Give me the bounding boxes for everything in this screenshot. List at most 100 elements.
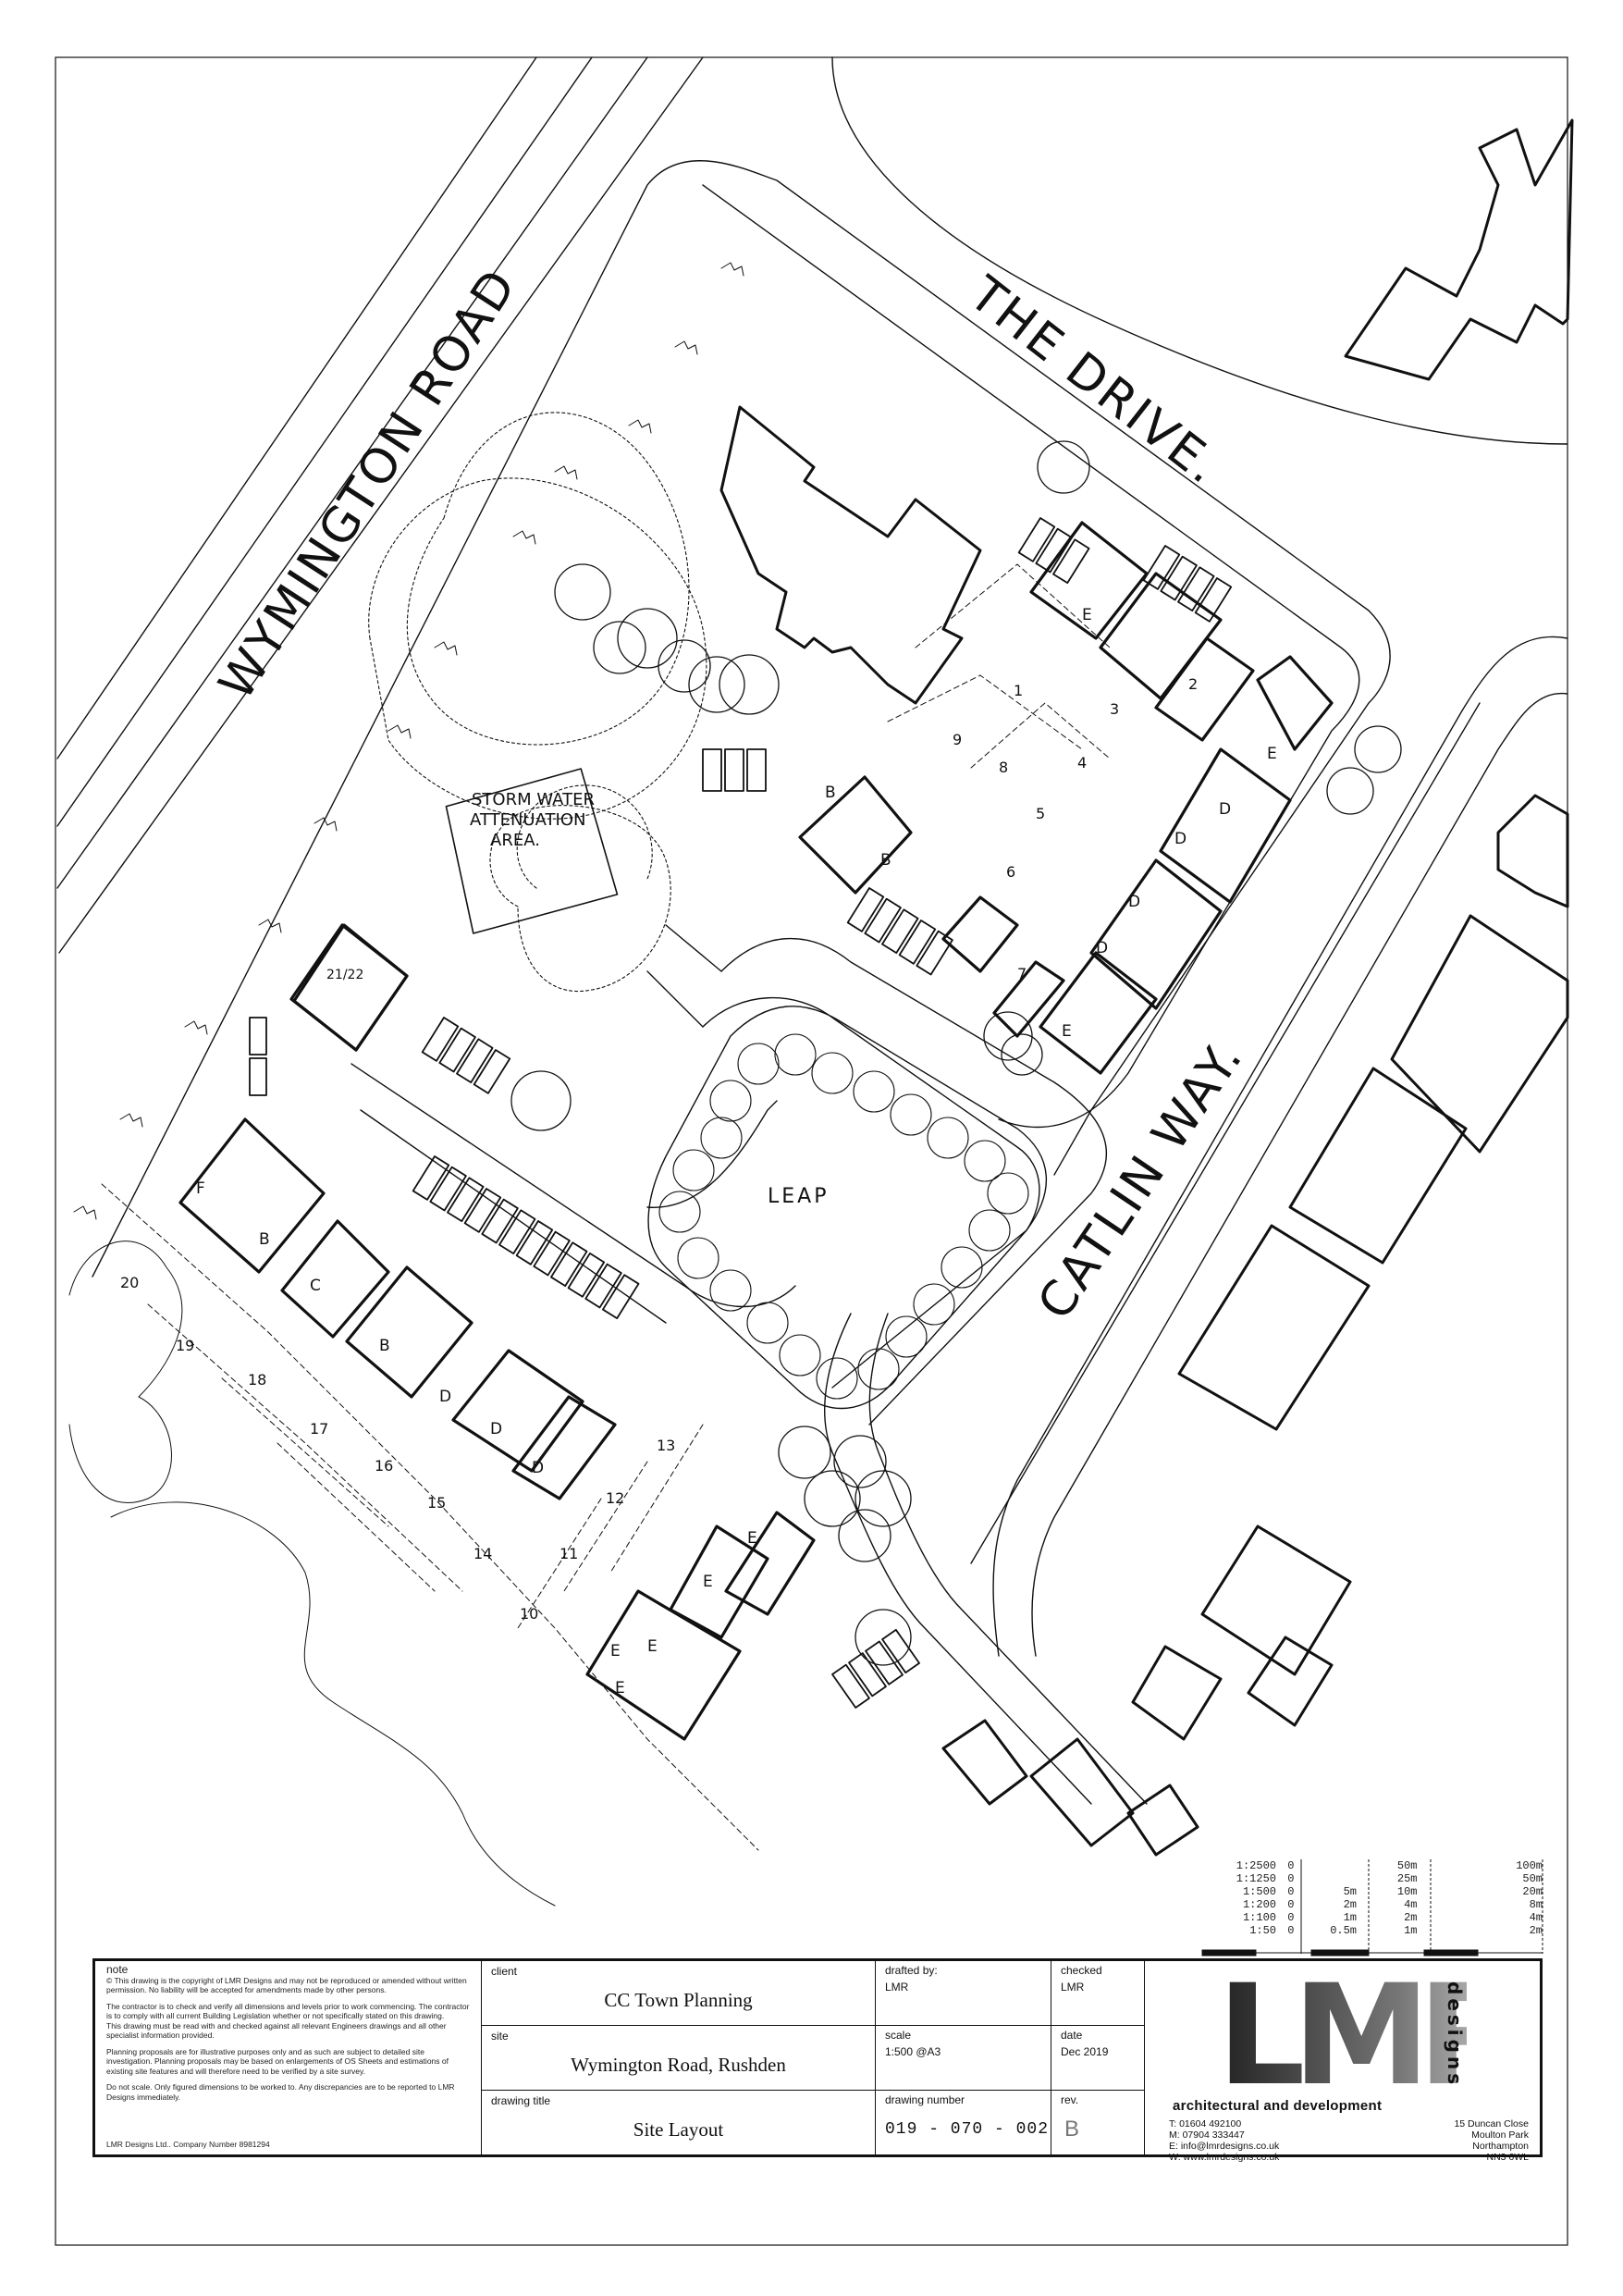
checked-label: checked xyxy=(1061,1964,1102,1977)
number-row: drawing number 019 - 070 - 002 rev. B xyxy=(876,2091,1144,2154)
logo-tagline: architectural and development xyxy=(1173,2098,1383,2114)
drawing-info-panel: drafted by: LMR checked LMR scale 1:500 … xyxy=(876,1961,1145,2154)
house-type: E xyxy=(703,1573,713,1591)
house-type: E xyxy=(615,1679,625,1697)
plot-number: 4 xyxy=(1077,754,1087,772)
wymington-road xyxy=(56,56,704,954)
project-panel: client CC Town Planning site Wymington R… xyxy=(482,1961,876,2154)
note-paragraph: Do not scale. Only figured dimensions to… xyxy=(106,2082,455,2102)
address-line: Moulton Park xyxy=(1471,2129,1529,2141)
checked-cell: checked LMR xyxy=(1051,1961,1144,2025)
storm-water-label-3: AREA. xyxy=(490,831,540,850)
leap-trees xyxy=(658,1033,1029,1400)
house-type: E xyxy=(1062,1022,1072,1041)
tree-belt-south xyxy=(110,1501,556,1907)
plot-number: 6 xyxy=(1006,863,1015,881)
house-type: B xyxy=(825,784,836,802)
road-label-the-drive: THE DRIVE. xyxy=(958,265,1231,496)
logo-letters: LMR xyxy=(1217,1972,1467,2094)
drawing-number-cell: drawing number 019 - 070 - 002 xyxy=(876,2091,1051,2154)
client-value: CC Town Planning xyxy=(604,1989,753,2011)
house-type: D xyxy=(1096,939,1108,957)
note-paragraph: Planning proposals are for illustrative … xyxy=(106,2046,449,2076)
date-label: date xyxy=(1061,2029,1083,2042)
address-line: 15 Duncan Close xyxy=(1454,2118,1529,2129)
proposed-houses xyxy=(178,521,1334,1741)
house-type: E xyxy=(647,1637,658,1656)
leap-label: LEAP xyxy=(768,1185,829,1208)
site-label: site xyxy=(491,2030,509,2043)
plot-number: 19 xyxy=(176,1337,194,1354)
house-type: F xyxy=(196,1179,205,1198)
house-type: D xyxy=(1174,830,1187,848)
plot-number: 15 xyxy=(427,1494,446,1512)
contact-email[interactable]: E: info@lmrdesigns.co.uk xyxy=(1169,2141,1280,2152)
site-cell: site Wymington Road, Rushden xyxy=(482,2026,875,2091)
plot-number: 5 xyxy=(1036,805,1045,822)
house-type: D xyxy=(1219,800,1231,819)
plot-number: 8 xyxy=(999,759,1008,776)
plot-boundaries xyxy=(101,563,1111,1851)
parking-bays xyxy=(249,517,1233,1709)
notes-panel: note © This drawing is the copyright of … xyxy=(95,1961,482,2154)
drawing-title-value: Site Layout xyxy=(633,2118,724,2141)
plot-number: 14 xyxy=(473,1545,492,1562)
site-value: Wymington Road, Rushden xyxy=(571,2054,786,2076)
company-address: 15 Duncan Close Moulton Park Northampton… xyxy=(1454,2118,1529,2163)
scale-cell: scale 1:500 @A3 xyxy=(876,2026,1051,2090)
drawing-title-cell: drawing title Site Layout xyxy=(482,2091,875,2154)
house-type: D xyxy=(532,1459,544,1477)
the-drive xyxy=(92,56,1568,1278)
existing-buildings-east xyxy=(941,914,1569,1857)
contact-mobile: M: 07904 333447 xyxy=(1169,2129,1245,2141)
date-value: Dec 2019 xyxy=(1061,2045,1109,2058)
plot-21-22 xyxy=(292,923,409,1052)
retained-trees xyxy=(510,440,1402,1666)
company-number: LMR Designs Ltd.. Company Number 8981294 xyxy=(106,2139,270,2149)
revision-value: B xyxy=(1064,2117,1080,2142)
scale-bar xyxy=(1201,1859,1543,1957)
storm-water-label-2: ATTENUATION xyxy=(470,810,585,830)
existing-buildings-north xyxy=(1344,118,1574,908)
client-cell: client CC Town Planning xyxy=(482,1961,875,2026)
lmr-logo: LMR designs xyxy=(1217,1972,1467,2094)
existing-building xyxy=(719,405,982,705)
scale-label: scale xyxy=(885,2029,912,2042)
road-label-catlin-way: CATLIN WAY. xyxy=(1027,1030,1255,1329)
address-line: Northampton xyxy=(1472,2141,1529,2152)
drafted-cell: drafted by: LMR xyxy=(876,1961,1051,2025)
house-type: D xyxy=(1128,893,1140,911)
house-type: E xyxy=(1082,606,1092,624)
logo-side-text: designs xyxy=(1444,1981,1466,2088)
plot-number: 12 xyxy=(606,1489,624,1507)
title-block: note © This drawing is the copyright of … xyxy=(92,1958,1543,2163)
house-type: E xyxy=(1267,745,1277,763)
plot-number: 20 xyxy=(120,1274,139,1291)
sheet-border xyxy=(55,56,1568,2246)
house-type: C xyxy=(310,1277,321,1295)
plot-number: 10 xyxy=(520,1605,538,1623)
catlin-way xyxy=(824,636,1568,1805)
plot-number: 21/22 xyxy=(326,968,363,982)
date-cell: date Dec 2019 xyxy=(1051,2026,1144,2090)
house-type-letters: B B D D D D E E E E E E E E F B C B D D … xyxy=(196,606,1277,1697)
road-label-wymington: WYMINGTON ROAD xyxy=(209,258,529,710)
company-logo-panel: LMR designs architectural and developmen… xyxy=(1145,1961,1540,2163)
scrub-symbols xyxy=(73,262,744,1220)
drawing-title-label: drawing title xyxy=(491,2094,551,2107)
house-type: E xyxy=(610,1642,621,1660)
contact-website[interactable]: W: www.lmrdesigns.co.uk xyxy=(1169,2152,1280,2163)
house-type: B xyxy=(880,851,891,870)
drafted-label: drafted by: xyxy=(885,1964,938,1977)
drafted-row: drafted by: LMR checked LMR xyxy=(876,1961,1144,2026)
drafted-value: LMR xyxy=(885,1981,909,1994)
note-paragraph: © This drawing is the copyright of LMR D… xyxy=(106,1975,467,1995)
plot-number: 9 xyxy=(953,731,962,748)
address-line: NN3 6WL xyxy=(1486,2152,1529,2163)
